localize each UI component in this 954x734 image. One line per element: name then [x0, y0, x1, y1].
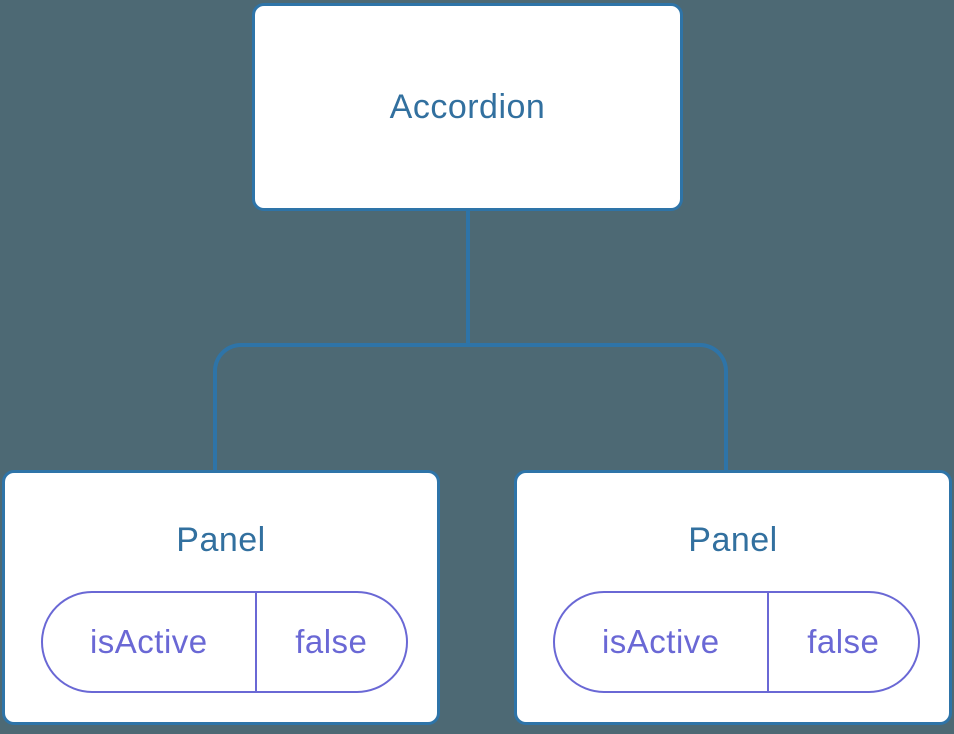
panel-node-label: Panel	[176, 521, 266, 559]
accordion-node-label: Accordion	[389, 87, 546, 126]
panel-node-label: Panel	[688, 521, 778, 559]
connector-stem	[466, 209, 470, 347]
state-pill: isActive false	[553, 591, 920, 693]
state-value: false	[766, 593, 918, 691]
tree-node-panel-left: Panel isActive false	[2, 470, 440, 725]
state-value: false	[254, 593, 406, 691]
tree-node-panel-right: Panel isActive false	[514, 470, 952, 725]
tree-node-accordion: Accordion	[252, 3, 683, 211]
state-key: isActive	[601, 623, 720, 660]
connector-bracket	[213, 343, 728, 470]
state-pill: isActive false	[41, 591, 408, 693]
state-key: isActive	[89, 623, 208, 660]
